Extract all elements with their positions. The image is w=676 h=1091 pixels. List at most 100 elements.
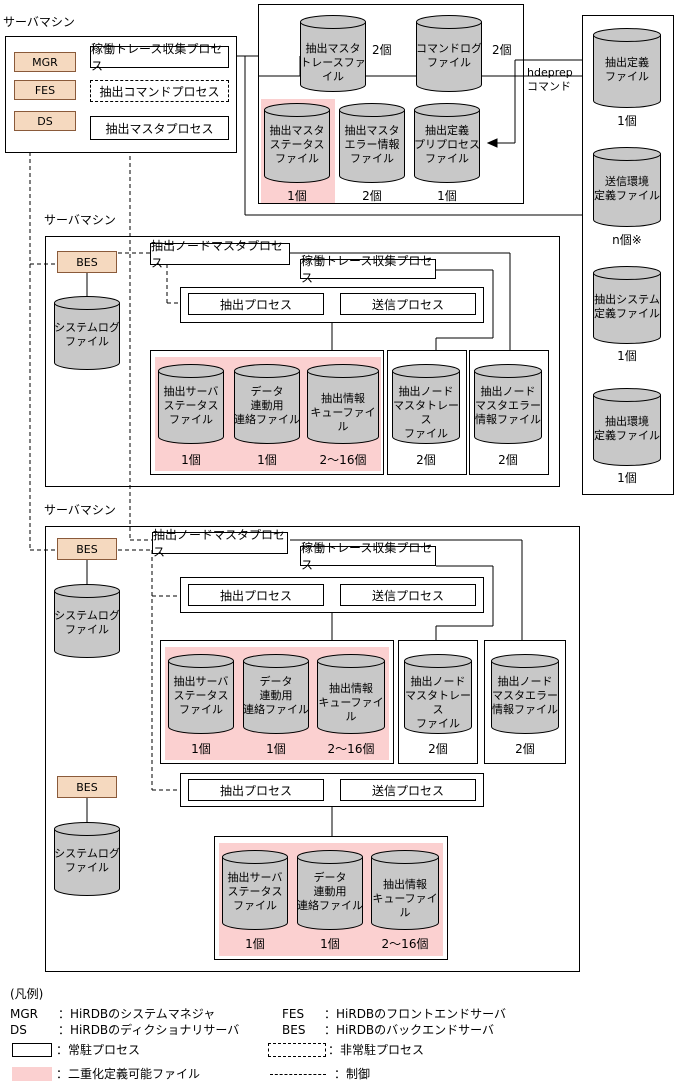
cylinder-shape	[371, 850, 439, 930]
cylinder-shape	[416, 15, 482, 92]
legend-bes: BES	[282, 1023, 306, 1037]
node-trace-file-cylinder: 抽出ノード マスタトレース ファイル	[404, 654, 472, 734]
cylinder-shape	[297, 850, 363, 930]
hdeprep-command-label: hdeprep コマンド	[527, 66, 573, 93]
cylinder-shape	[593, 388, 661, 466]
system-log-file-cylinder: システムログ ファイル	[54, 822, 120, 896]
queue-file-cylinder: 抽出情報 キューファイル	[371, 850, 439, 930]
cylinder-shape	[317, 654, 385, 734]
legend-title: (凡例)	[10, 987, 44, 1001]
cylinder-label: 抽出情報 キューファイル	[318, 682, 384, 723]
fes-label: FES	[34, 83, 56, 97]
cylinder-shape	[404, 654, 472, 734]
node-error-count: 2個	[515, 742, 535, 756]
cylinder-label: 抽出サーバ ステータス ファイル	[163, 385, 219, 426]
cylinder-label: 抽出定義 ファイル	[605, 56, 649, 83]
cylinder-label: 抽出サーバ ステータス ファイル	[227, 871, 283, 912]
mgr-server: MGR	[14, 52, 76, 72]
cylinder-shape	[168, 654, 234, 734]
bes-label: BES	[76, 255, 98, 269]
node-trace-file-cylinder: 抽出ノード マスタトレース ファイル	[392, 364, 460, 444]
server-status-count: 1個	[245, 937, 265, 951]
queue-count: 2～16個	[381, 937, 429, 951]
cylinder-shape	[300, 15, 366, 92]
fes-server: FES	[14, 80, 76, 100]
legend-duplex: ：二重化定義可能ファイル	[56, 1067, 201, 1081]
extract-definition-count: 1個	[617, 114, 637, 128]
extract-command-process-label: 抽出コマンドプロセス	[99, 84, 220, 99]
cylinder-label: データ 連動用 連絡ファイル	[297, 871, 363, 912]
cylinder-shape	[593, 147, 661, 227]
ds-label: DS	[37, 114, 53, 128]
cylinder-label: 抽出マスタ エラー情報 ファイル	[344, 124, 400, 165]
cylinder-label: 抽出ノード マスタトレース ファイル	[393, 385, 459, 440]
cylinder-shape	[392, 364, 460, 444]
cylinder-shape	[222, 850, 288, 930]
extract-master-process: 抽出マスタプロセス	[90, 116, 229, 140]
send-process-node2a: 送信プロセス	[340, 584, 476, 606]
legend-ds: DS	[10, 1023, 27, 1037]
cylinder-label: 送信環境 定義ファイル	[594, 175, 660, 202]
queue-count: 2～16個	[327, 742, 375, 756]
bes-label: BES	[76, 542, 98, 556]
extract-process-label: 抽出プロセス	[219, 783, 292, 798]
cylinder-shape	[414, 103, 480, 183]
cylinder-shape	[491, 654, 559, 734]
cylinder-shape	[158, 364, 224, 444]
ds-server: DS	[14, 111, 76, 131]
trace-collect-process-node2: 稼働トレース収集プロセス	[300, 541, 436, 572]
server-status-count: 1個	[191, 742, 211, 756]
trace-collect-process-label: 稼働トレース収集プロセス	[301, 254, 433, 285]
legend-mgr: MGR	[10, 1007, 38, 1021]
server-machine-label-node1: サーバマシン	[44, 213, 116, 227]
cylinder-label: 抽出情報 キューファイル	[310, 392, 376, 433]
extract-command-process: 抽出コマンドプロセス	[90, 80, 229, 102]
extract-process-node2a: 抽出プロセス	[188, 584, 324, 606]
environment-definition-count: 1個	[617, 471, 637, 485]
send-process-label: 送信プロセス	[371, 588, 444, 603]
cylinder-shape	[54, 584, 120, 658]
legend-control-line	[270, 1074, 326, 1075]
send-process-label: 送信プロセス	[371, 783, 444, 798]
cylinder-shape	[243, 654, 309, 734]
queue-count: 2～16個	[319, 453, 367, 467]
extract-process-label: 抽出プロセス	[219, 297, 292, 312]
cylinder-label: 抽出マスタ ステータス ファイル	[269, 124, 325, 165]
preprocess-file-cylinder: 抽出定義 プリプロセス ファイル	[414, 103, 480, 183]
cylinder-shape	[474, 364, 542, 444]
master-error-count: 2個	[362, 189, 382, 203]
node-error-count: 2個	[498, 453, 518, 467]
queue-file-cylinder: 抽出情報 キューファイル	[307, 364, 379, 444]
cylinder-shape	[264, 103, 330, 183]
system-definition-file-cylinder: 抽出システム 定義ファイル	[593, 266, 661, 344]
master-status-file-cylinder: 抽出マスタ ステータス ファイル	[264, 103, 330, 183]
cylinder-label: システムログ ファイル	[54, 321, 120, 348]
extract-definition-file-cylinder: 抽出定義 ファイル	[593, 28, 661, 108]
system-definition-count: 1個	[617, 349, 637, 363]
legend-nonresident-swatch	[268, 1043, 326, 1057]
cylinder-shape	[593, 28, 661, 108]
legend-nonresident: ：非常駐プロセス	[328, 1043, 425, 1057]
legend-mgr-desc: ：HiRDBのシステムマネジャ	[58, 1007, 216, 1021]
server-machine-label-node2: サーバマシン	[44, 503, 116, 517]
command-log-file-cylinder: コマンドログ ファイル	[416, 15, 482, 92]
node-master-process-label: 抽出ノードマスタプロセス	[151, 239, 284, 270]
server-machine-label-top: サーバマシン	[3, 15, 75, 29]
extract-process-node2b: 抽出プロセス	[188, 779, 324, 801]
extract-process-label: 抽出プロセス	[219, 588, 292, 603]
cylinder-label: 抽出システム 定義ファイル	[594, 293, 660, 320]
data-link-count: 1個	[266, 742, 286, 756]
legend-control: ：制御	[334, 1067, 371, 1081]
cylinder-shape	[593, 266, 661, 344]
cylinder-shape	[234, 364, 300, 444]
data-link-file-cylinder: データ 連動用 連絡ファイル	[234, 364, 300, 444]
cylinder-shape	[54, 822, 120, 896]
cylinder-label: 抽出サーバ ステータス ファイル	[173, 675, 229, 716]
cylinder-label: システムログ ファイル	[54, 847, 120, 874]
cylinder-label: 抽出ノード マスタトレース ファイル	[405, 675, 471, 730]
cylinder-label: 抽出情報 キューファイル	[372, 878, 438, 919]
command-log-count: 2個	[492, 43, 512, 57]
node-trace-count: 2個	[416, 453, 436, 467]
node-master-process-label: 抽出ノードマスタプロセス	[153, 528, 286, 559]
